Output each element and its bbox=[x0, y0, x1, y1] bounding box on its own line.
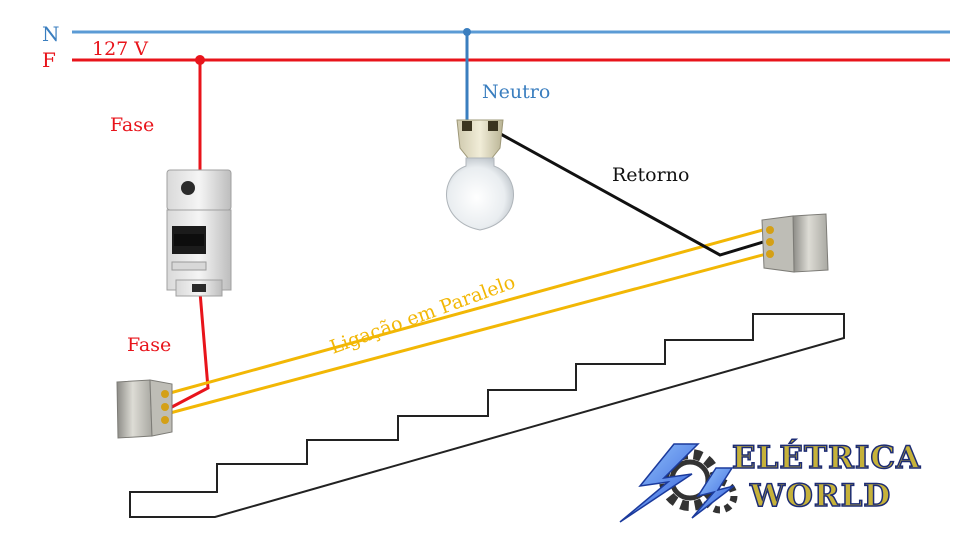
return-wire bbox=[496, 130, 771, 257]
logo-text-line2: WORLD bbox=[749, 477, 892, 515]
neutral-wire-label: Neutro bbox=[482, 81, 551, 103]
return-wire-label: Retorno bbox=[612, 164, 690, 186]
traveler-wire-bottom bbox=[169, 251, 771, 415]
phase-label-bottom: Fase bbox=[127, 334, 172, 356]
three-way-switch-bottom bbox=[116, 379, 173, 439]
logo-text-line1: ELÉTRICA bbox=[731, 439, 922, 477]
staircase bbox=[129, 313, 845, 518]
lightning-bolt-icon bbox=[619, 443, 735, 523]
neutral-line-label: N bbox=[42, 22, 60, 46]
eletrica-world-logo: ELÉTRICA WORLD bbox=[612, 438, 928, 524]
three-way-switch-top bbox=[761, 213, 829, 273]
lamp-icon bbox=[445, 119, 515, 231]
traveler-wire-top bbox=[169, 226, 771, 395]
phase-wire-to-switch bbox=[169, 291, 210, 410]
circuit-breaker bbox=[166, 169, 232, 297]
voltage-label: 127 V bbox=[92, 38, 149, 60]
phase-label-top: Fase bbox=[110, 114, 155, 136]
phase-line-label: F bbox=[42, 48, 56, 72]
